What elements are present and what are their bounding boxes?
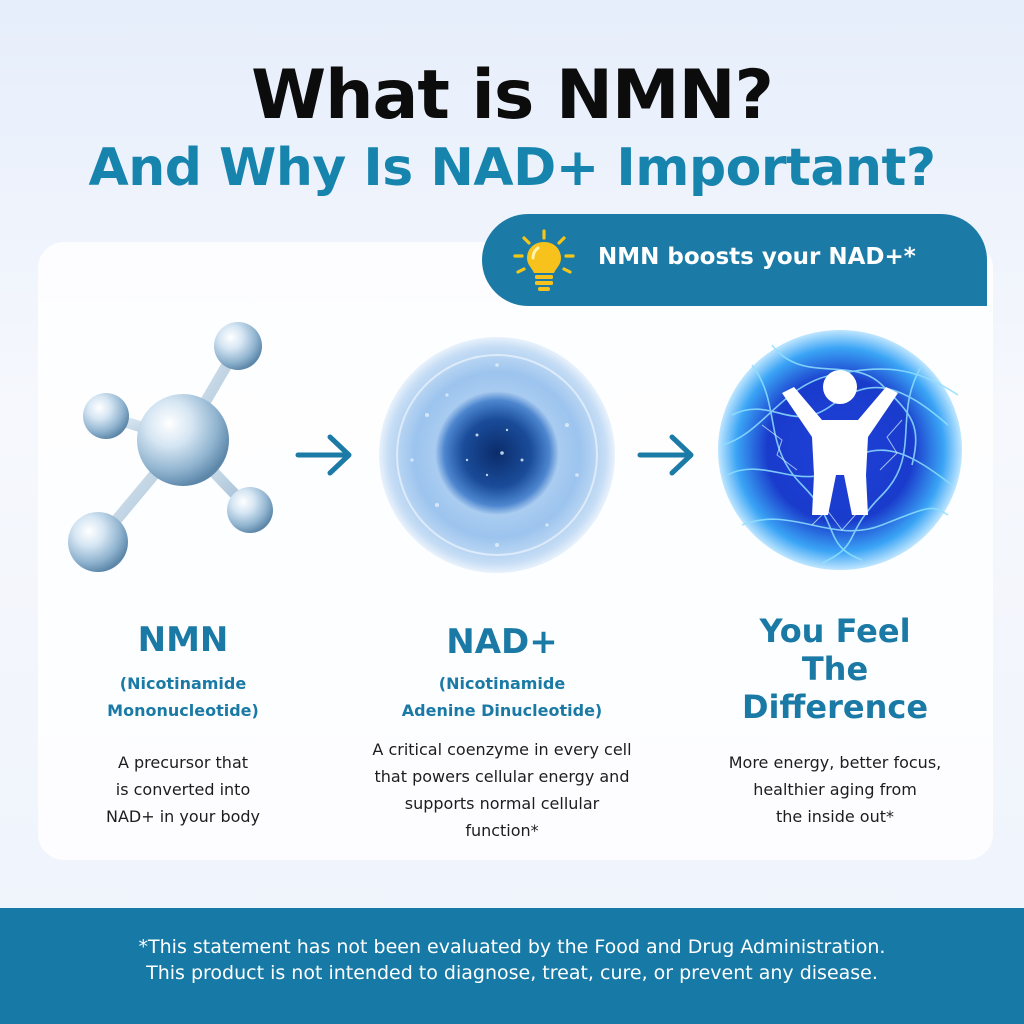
feel-difference-description-line: More energy, better focus, (728, 753, 942, 772)
nmn-subtitle: (Nicotinamide Mononucleotide) (58, 670, 308, 724)
nad-description-line: that powers cellular energy and (374, 767, 630, 786)
nad-subtitle: (Nicotinamide Adenine Dinucleotide) (362, 670, 642, 724)
feel-difference-description: More energy, better focus, healthier agi… (690, 749, 980, 830)
lightbulb-icon (513, 229, 575, 291)
nmn-title: NMN (137, 620, 229, 660)
disclaimer-footer: *This statement has not been evaluated b… (0, 908, 1024, 1024)
callout-text: NMN boosts your NAD+* (598, 244, 916, 270)
molecule-icon (68, 322, 273, 572)
feel-difference-title: You Feel The Difference (700, 612, 970, 726)
cell-icon (379, 337, 615, 573)
nad-description: A critical coenzyme in every cell that p… (340, 736, 664, 844)
disclaimer-line-1: *This statement has not been evaluated b… (138, 936, 886, 958)
nmn-description-line: is converted into (115, 780, 251, 799)
feel-difference-description-line: healthier aging from (753, 780, 917, 799)
nmn-subtitle-line: Mononucleotide) (107, 701, 259, 720)
nad-description-line: function* (465, 821, 539, 840)
callout-banner: NMN boosts your NAD+* (482, 214, 987, 306)
feel-difference-title-line: The (801, 650, 869, 688)
arrow-right-icon-2 (637, 434, 694, 476)
energized-person-icon (718, 330, 962, 570)
nad-subtitle-line: Adenine Dinucleotide) (401, 701, 603, 720)
feel-difference-title-line: You Feel (759, 612, 911, 650)
nad-subtitle-line: (Nicotinamide (438, 674, 566, 693)
arrow-right-icon (295, 434, 352, 476)
nad-description-line: A critical coenzyme in every cell (372, 740, 632, 759)
nmn-subtitle-line: (Nicotinamide (119, 674, 247, 693)
nad-title: NAD+ (446, 622, 558, 662)
nmn-description-line: NAD+ in your body (105, 807, 261, 826)
disclaimer-line-2: This product is not intended to diagnose… (146, 962, 878, 984)
nmn-description-line: A precursor that (117, 753, 249, 772)
nmn-description: A precursor that is converted into NAD+ … (58, 749, 308, 830)
feel-difference-description-line: the inside out* (776, 807, 894, 826)
feel-difference-title-line: Difference (741, 688, 929, 726)
page-title: What is NMN? (251, 56, 774, 135)
page-subtitle: And Why Is NAD+ Important? (88, 138, 936, 198)
nad-description-line: supports normal cellular (404, 794, 600, 813)
